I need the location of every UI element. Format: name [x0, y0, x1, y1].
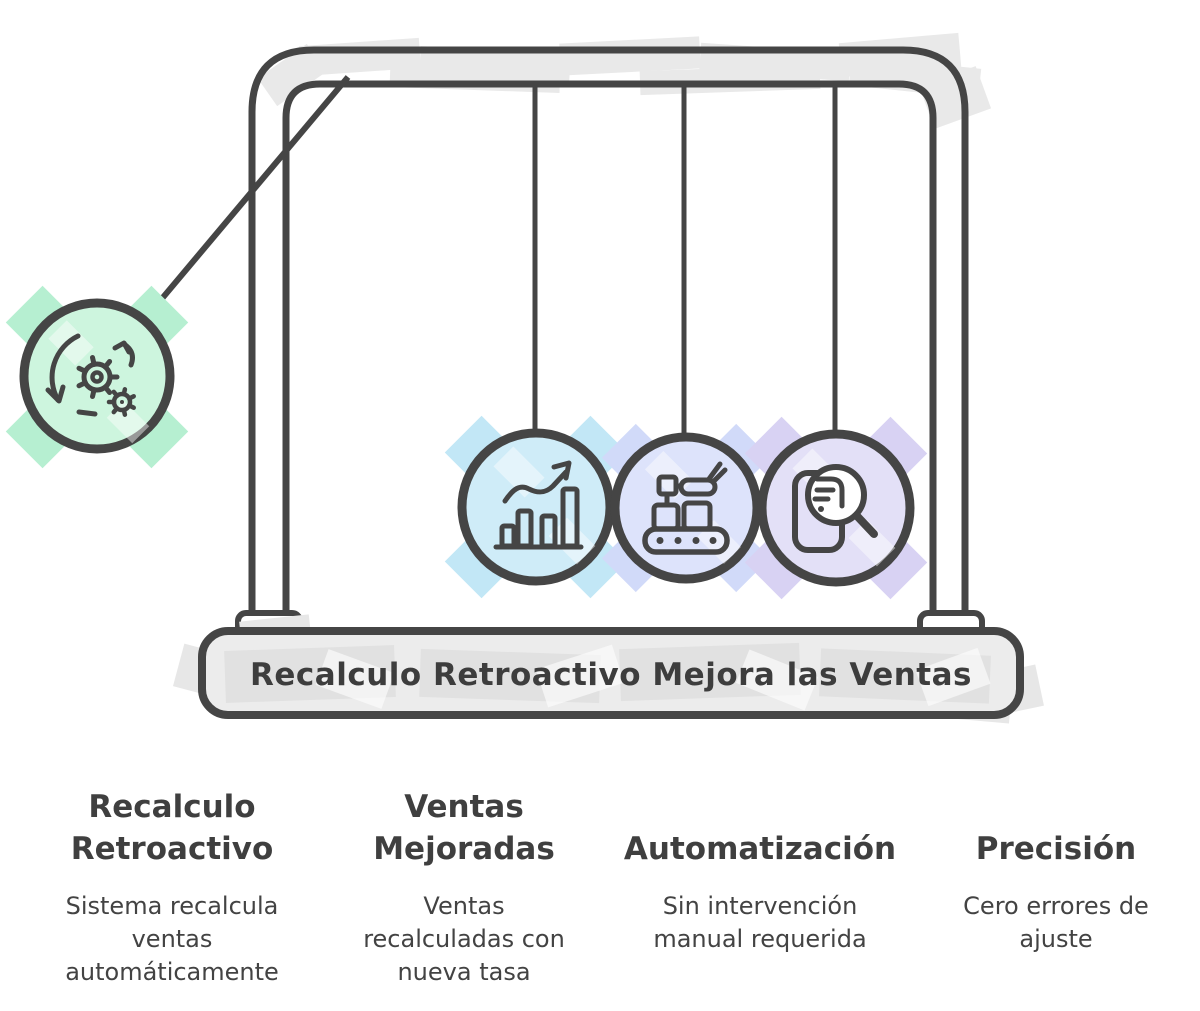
cradle-frame: [248, 46, 969, 636]
column-body: Sistema recalcula ventas automáticamente: [65, 892, 279, 986]
strings: [141, 75, 838, 439]
column-heading: Ventas Mejoradas: [373, 789, 555, 867]
base-inner-scribble: [224, 642, 991, 711]
pendulum-ball-recalculo: [5, 285, 189, 469]
frame-inner-line: [282, 80, 937, 636]
ball-automatizacion: [601, 423, 771, 593]
banner-title: Recalculo Retroactivo Mejora las Ventas: [250, 657, 972, 693]
column-recalculo-retroactivo: Recalculo Retroactivo Sistema recalcula …: [37, 778, 307, 989]
ball-circle: [19, 298, 175, 454]
caption-columns: Recalculo Retroactivo Sistema recalcula …: [0, 778, 1200, 998]
column-heading: Precisión: [975, 831, 1137, 867]
ball-precision: [744, 416, 928, 600]
bar-chart-growth-icon: [493, 460, 584, 550]
column-precision: Precisión Cero errores de ajuste: [916, 778, 1196, 956]
column-body: Ventas recalculadas con nueva tasa: [363, 892, 565, 986]
swing-string: [141, 75, 351, 322]
column-heading: Automatización: [623, 831, 897, 867]
column-body: Cero errores de ajuste: [963, 892, 1149, 953]
ball-circle: [457, 428, 615, 586]
cradle-illustration: [5, 32, 1044, 724]
conveyor-robot-icon: [642, 461, 730, 555]
column-body: Sin intervención manual requerida: [653, 892, 867, 953]
ball-ventas-mejoradas: [444, 415, 628, 599]
column-ventas-mejoradas: Ventas Mejoradas Ventas recalculadas con…: [329, 778, 599, 989]
document-magnifier-icon: [792, 464, 878, 553]
frame-outer-line: [248, 46, 969, 636]
column-heading: Recalculo Retroactivo: [70, 789, 274, 867]
sync-gears-icon: [45, 333, 136, 417]
column-automatizacion: Automatización Sin intervención manual r…: [610, 778, 910, 956]
